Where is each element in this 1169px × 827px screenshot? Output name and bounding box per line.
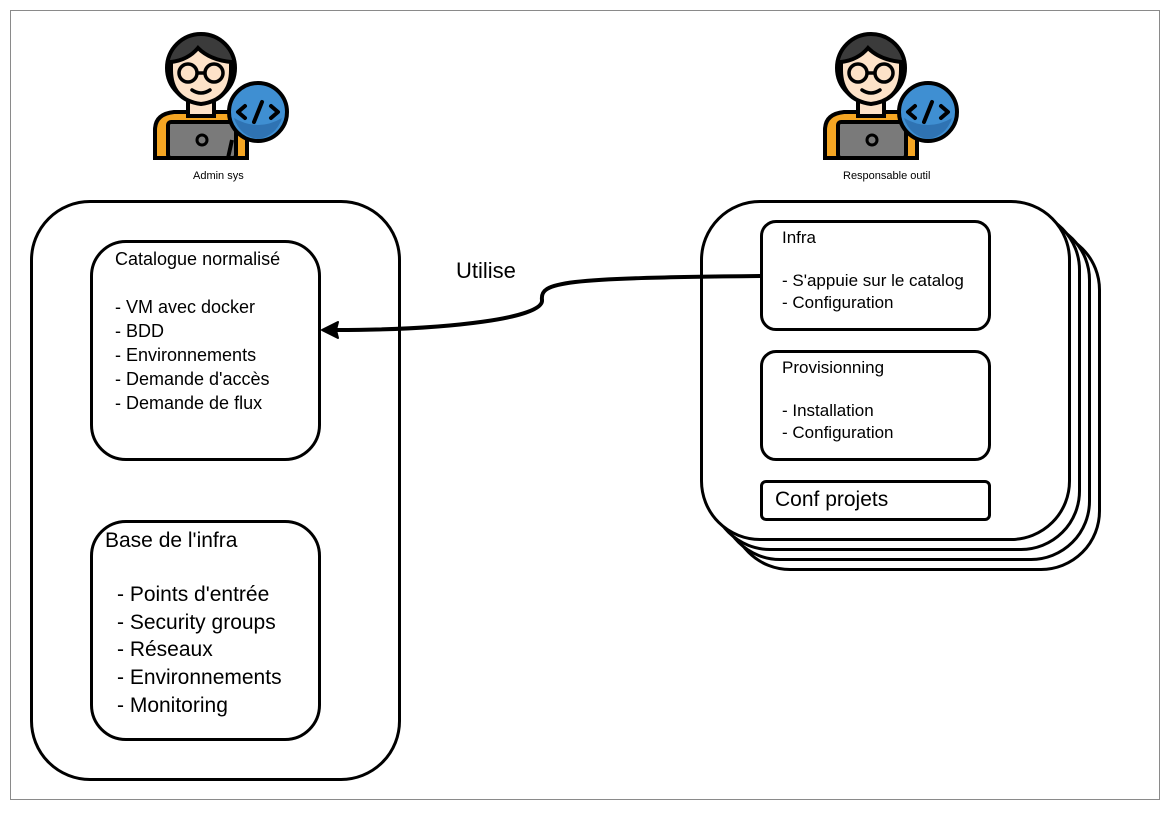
- provisionning-item: - Installation: [782, 401, 874, 420]
- admin-avatar-icon: [150, 22, 290, 162]
- admin-sys-label: Admin sys: [193, 170, 244, 182]
- catalogue-item: - BDD: [115, 321, 164, 341]
- catalogue-title: Catalogue normalisé: [115, 249, 281, 269]
- infra-item: - Configuration: [782, 293, 894, 312]
- provisionning-item: - Configuration: [782, 423, 894, 442]
- base-infra-item: - Points d'entrée: [117, 583, 270, 606]
- responsable-outil-label: Responsable outil: [843, 170, 931, 182]
- catalogue-item: - VM avec docker: [115, 297, 256, 317]
- base-infra-item: - Security groups: [117, 611, 276, 634]
- infra-item: - S'appuie sur le catalog: [782, 271, 964, 290]
- base-infra-item: - Monitoring: [117, 694, 228, 717]
- diagram-frame: [10, 10, 1160, 800]
- base-infra-box[interactable]: [90, 520, 321, 741]
- responsable-avatar-icon: [820, 22, 960, 162]
- utilise-label: Utilise: [456, 258, 516, 283]
- infra-box[interactable]: [760, 220, 991, 331]
- conf-projets-title: Conf projets: [775, 488, 889, 511]
- infra-title: Infra: [782, 228, 817, 247]
- base-infra-item: - Réseaux: [117, 638, 213, 661]
- catalogue-item: - Demande d'accès: [115, 369, 270, 389]
- catalogue-item: - Environnements: [115, 345, 257, 365]
- provisionning-box[interactable]: [760, 350, 991, 461]
- catalogue-item: - Demande de flux: [115, 393, 263, 413]
- provisionning-title: Provisionning: [782, 358, 885, 377]
- base-infra-item: - Environnements: [117, 666, 282, 689]
- arrowhead-icon: [321, 321, 339, 339]
- base-infra-title: Base de l'infra: [105, 529, 238, 552]
- conf-projets-box[interactable]: [760, 480, 991, 521]
- catalogue-normalise-box[interactable]: [90, 240, 321, 461]
